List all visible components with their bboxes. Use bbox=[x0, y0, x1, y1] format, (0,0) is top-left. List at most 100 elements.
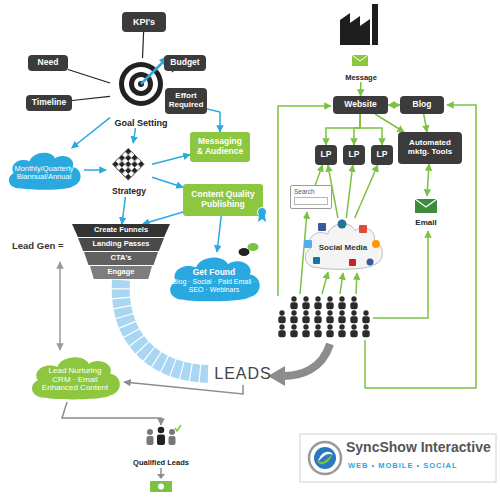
node-text: Goal Setting bbox=[114, 118, 167, 128]
connector bbox=[84, 169, 106, 171]
node-text: Strategy bbox=[112, 187, 146, 197]
cloud-shape: Social Media bbox=[300, 218, 386, 272]
down-arrow bbox=[160, 468, 162, 474]
cloud-outline bbox=[170, 258, 260, 302]
person-head bbox=[147, 429, 153, 435]
process-box: LP bbox=[371, 145, 393, 165]
funnel-band: Engage bbox=[90, 266, 152, 279]
node-content: Social Media bbox=[300, 218, 386, 272]
connector bbox=[360, 114, 382, 145]
node-content: Landing Passes bbox=[78, 238, 164, 251]
node-text: Automated mktg. Tools bbox=[402, 139, 458, 157]
target-ring bbox=[134, 77, 148, 91]
node-text: Get Found bbox=[193, 268, 236, 278]
person-head bbox=[169, 429, 175, 435]
node-content: LP bbox=[371, 145, 393, 165]
person-body bbox=[147, 436, 154, 445]
process-box: LP bbox=[315, 145, 337, 165]
process-box: KPI's bbox=[122, 12, 166, 32]
node-content: LP bbox=[315, 145, 337, 165]
node-text: Qualified Leads bbox=[133, 459, 189, 467]
trapezoid-outline bbox=[84, 252, 158, 265]
node-content: Engage bbox=[90, 266, 152, 279]
logo-swirl bbox=[317, 454, 332, 464]
envelope-flap bbox=[415, 199, 437, 207]
node-content: CTA's bbox=[84, 252, 158, 265]
cloud-shape: Get FoundBlog · Social · Paid Email · SE… bbox=[164, 252, 264, 304]
node-text: Engage bbox=[107, 268, 134, 276]
node-text: CTA's bbox=[111, 254, 132, 262]
logo-ring bbox=[309, 442, 341, 474]
logo-tagline: WEB • MOBILE • SOCIAL bbox=[348, 461, 458, 470]
money-icon bbox=[150, 481, 172, 492]
node-content: Message bbox=[338, 52, 384, 82]
target-ring bbox=[124, 67, 158, 101]
connector bbox=[143, 212, 183, 224]
checker-board bbox=[112, 148, 144, 180]
node-text: Effort Required bbox=[167, 92, 205, 110]
process-box: Automated mktg. Tools bbox=[398, 132, 462, 164]
trapezoid-outline bbox=[78, 238, 164, 251]
process-box: Timeline bbox=[26, 95, 72, 111]
big-arrow bbox=[283, 344, 330, 376]
process-box: Budget bbox=[164, 55, 206, 71]
cloud-outline bbox=[9, 153, 81, 190]
money-coin bbox=[158, 484, 164, 490]
target-icon bbox=[119, 55, 169, 106]
icon-node: Strategy bbox=[106, 143, 152, 197]
connector bbox=[354, 114, 360, 145]
factory-icon bbox=[340, 13, 370, 45]
cloud-outline bbox=[32, 357, 120, 399]
logo-name: SyncShow Interactive bbox=[346, 439, 491, 455]
icon-node: Goal Setting bbox=[110, 58, 172, 128]
connector bbox=[124, 382, 243, 394]
dart-shaft bbox=[141, 62, 163, 84]
highlight-box: Content Quality Publishing bbox=[183, 184, 263, 216]
qualified-people-icon bbox=[147, 425, 182, 445]
target-ring bbox=[119, 62, 163, 106]
node-text: LP bbox=[349, 150, 360, 160]
connector bbox=[360, 82, 362, 96]
logo-box bbox=[300, 434, 496, 482]
node-content: Website bbox=[333, 96, 388, 114]
strategy-checker bbox=[112, 148, 144, 180]
node-text: LP bbox=[377, 150, 388, 160]
connector bbox=[143, 32, 144, 58]
icon-node: Message bbox=[338, 52, 384, 82]
node-text: Monthly/Quarterly Biannual/Annual bbox=[9, 165, 79, 182]
node-body-text: Blog · Social · Paid Email · SEO · Webin… bbox=[172, 278, 256, 294]
node-content: Create Funnels bbox=[72, 224, 170, 237]
node-content: Blog bbox=[400, 96, 444, 114]
two-way-arrow bbox=[59, 262, 61, 350]
node-content: KPI's bbox=[122, 12, 166, 32]
social-icon bbox=[318, 223, 326, 231]
node-content: Goal Setting bbox=[110, 58, 172, 128]
funnel-band: Landing Passes bbox=[78, 238, 164, 251]
green-link bbox=[356, 273, 357, 294]
connector bbox=[427, 164, 429, 196]
search-field bbox=[294, 197, 328, 205]
node-text: Message bbox=[345, 74, 377, 82]
node-content: Effort Required bbox=[165, 88, 207, 114]
connector bbox=[152, 155, 190, 165]
node-text: KPI's bbox=[133, 17, 155, 27]
process-box: LP bbox=[343, 145, 365, 165]
lead-gen-label: Lead Gen = bbox=[12, 240, 63, 251]
connector bbox=[217, 216, 221, 252]
node-content: Email bbox=[406, 196, 446, 228]
node-text: Timeline bbox=[32, 98, 66, 108]
connector bbox=[122, 197, 126, 224]
node-content: LP bbox=[343, 145, 365, 165]
node-text: Search bbox=[294, 188, 315, 195]
connector bbox=[72, 118, 110, 148]
node-content: Automated mktg. Tools bbox=[398, 132, 462, 164]
connector bbox=[346, 165, 353, 218]
node-content: Strategy bbox=[106, 143, 152, 197]
connector bbox=[68, 70, 110, 84]
search-box: Search bbox=[290, 185, 332, 209]
node-text: Messaging & Audience bbox=[195, 137, 245, 156]
target-ring bbox=[129, 72, 153, 96]
trapezoid-outline bbox=[90, 266, 152, 279]
